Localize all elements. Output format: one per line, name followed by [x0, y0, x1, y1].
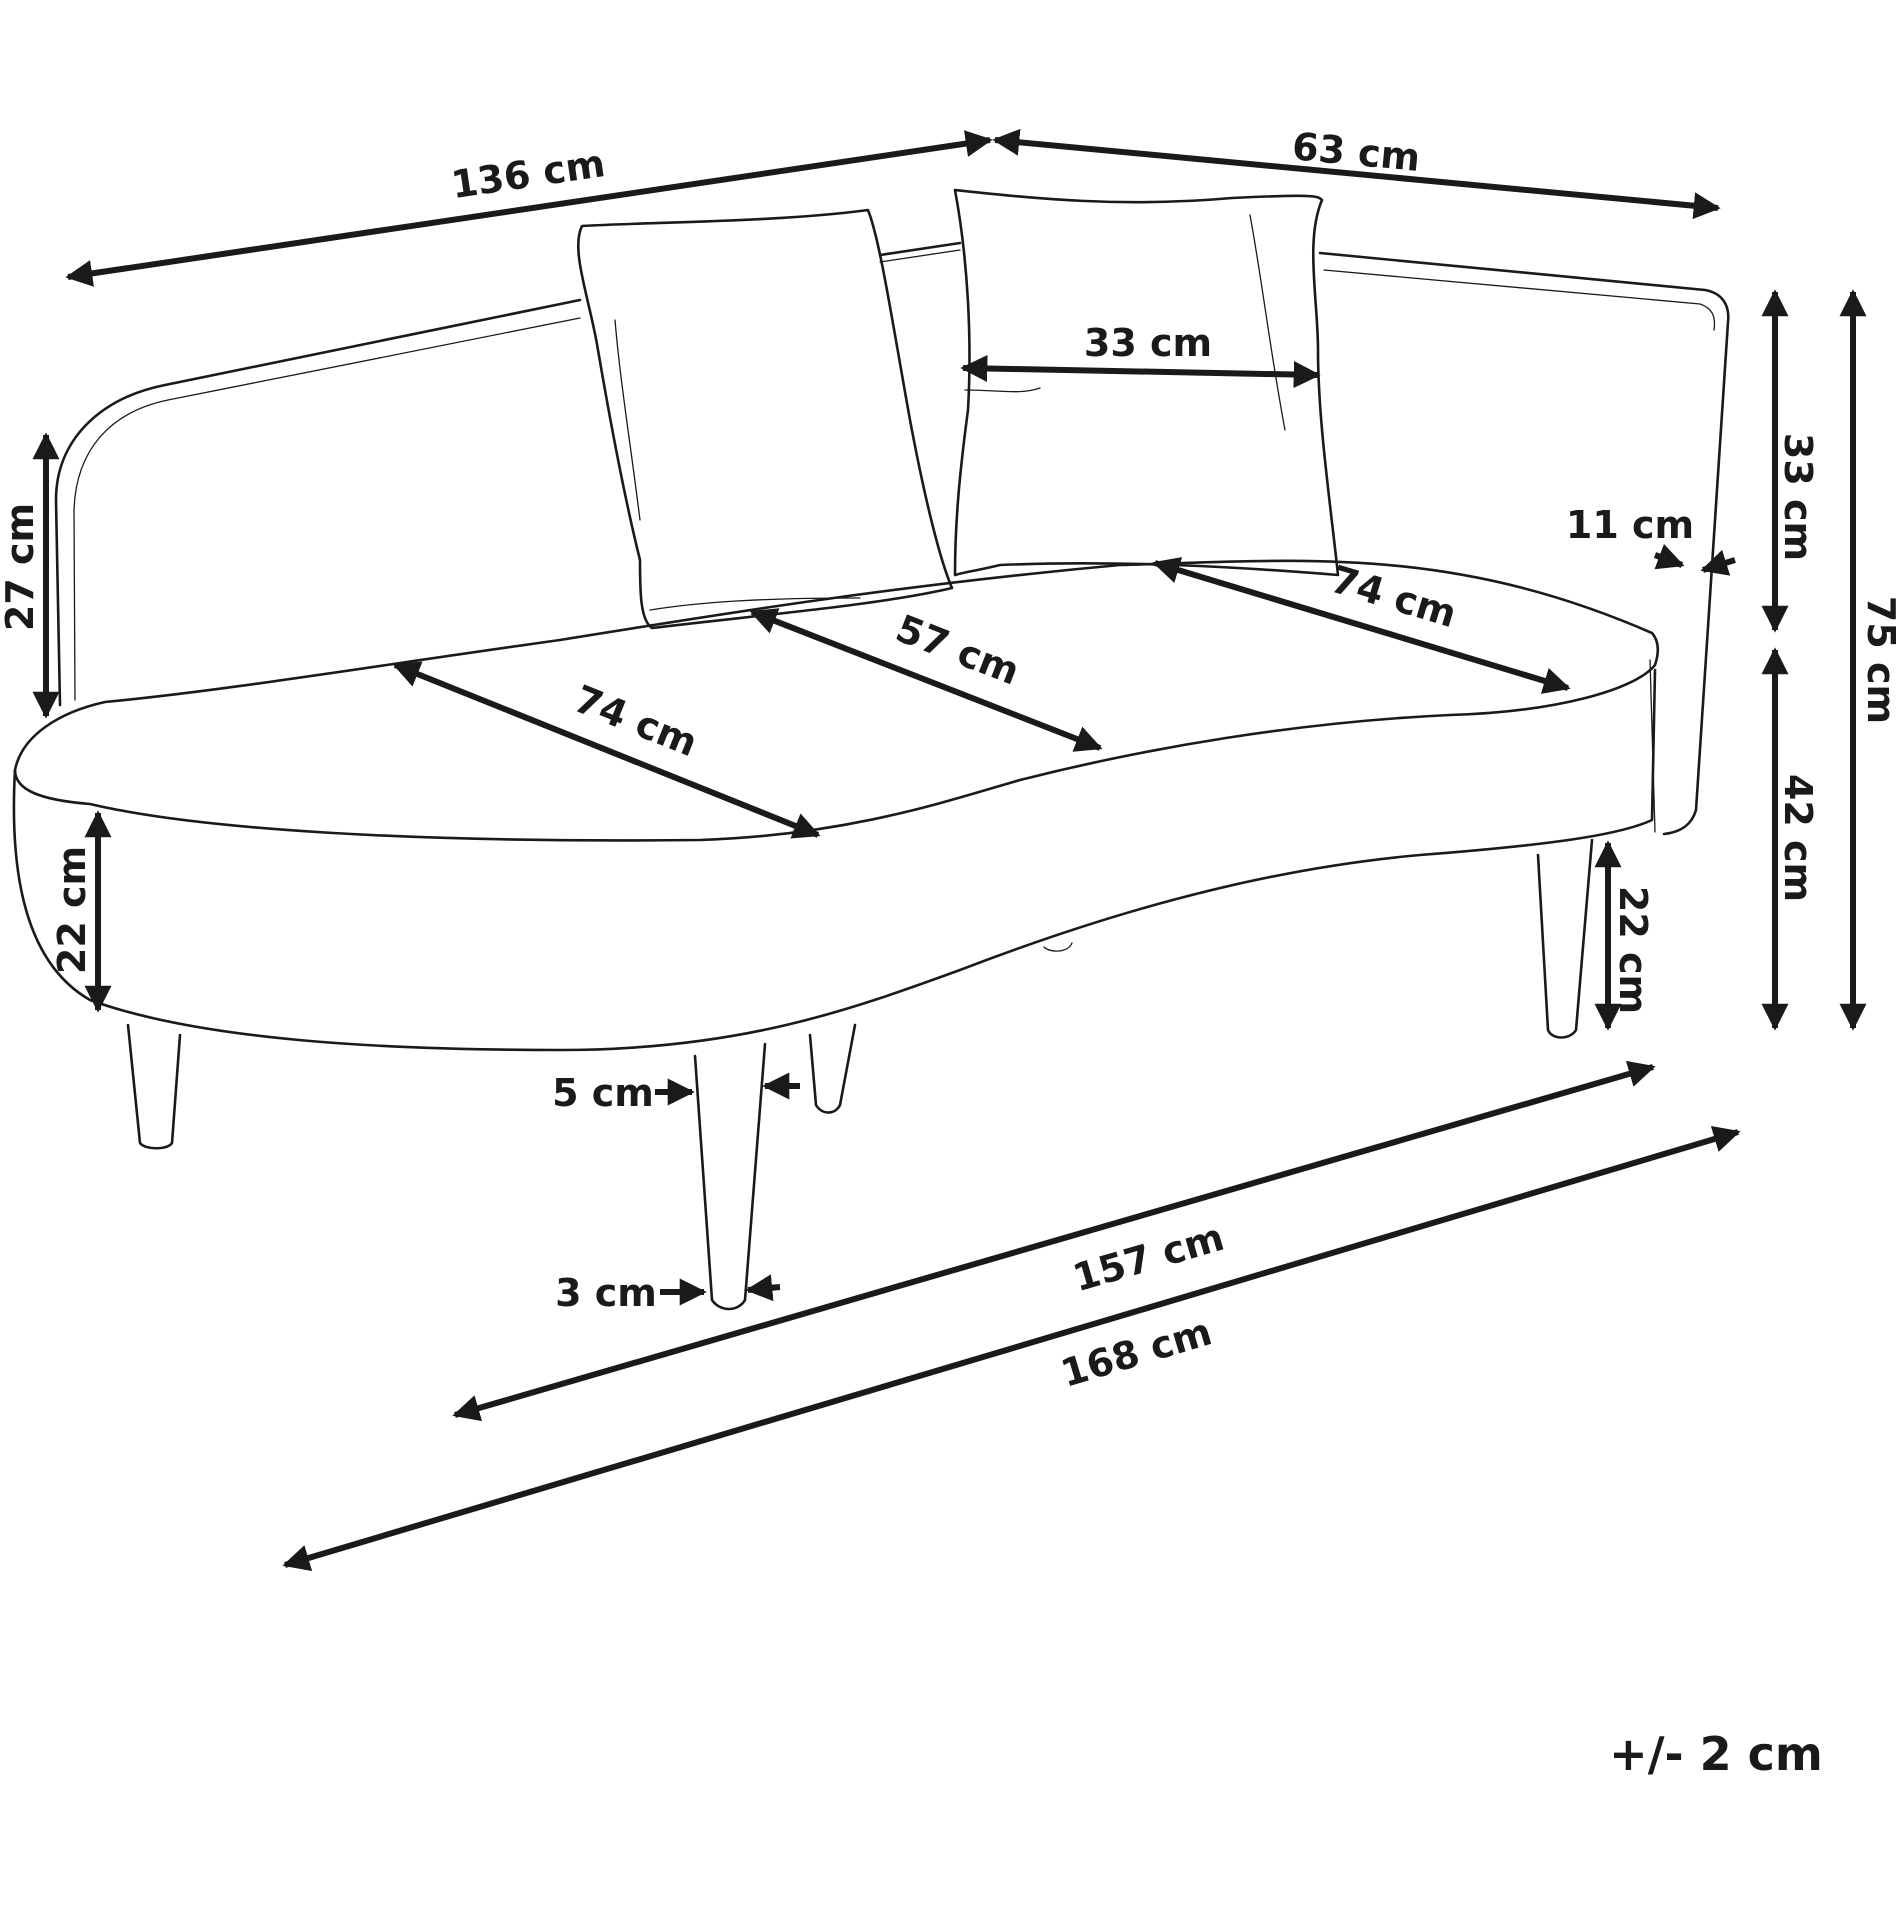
- dimension-lines: [32, 128, 1867, 1571]
- leg-front-left: [126, 1023, 182, 1150]
- leg-front-middle: [693, 1042, 767, 1311]
- dimension-labels: 136 cm 63 cm 33 cm 27 cm 33 cm 75 cm 11 …: [0, 124, 1901, 1781]
- label-back-width: 136 cm: [448, 141, 607, 207]
- label-backrest-thickness: 11 cm: [1566, 503, 1694, 547]
- pillow-left: [577, 208, 954, 630]
- label-tolerance: +/- 2 cm: [1609, 1727, 1823, 1781]
- backrest-right: [1318, 251, 1730, 836]
- label-cushion-height-left: 22 cm: [50, 846, 94, 974]
- arrow-leg-bottom-right: [745, 1274, 781, 1302]
- arrow-seat-depth-left: [392, 661, 821, 839]
- arrow-backrest-thickness-left: [1653, 543, 1685, 570]
- arrow-backrest-thickness-right: [1700, 549, 1736, 576]
- pillow-right: [953, 188, 1340, 577]
- label-pillow-width: 33 cm: [1084, 321, 1212, 365]
- label-leg-top-width: 5 cm: [552, 1071, 654, 1115]
- arrow-seat-depth-middle: [749, 608, 1103, 752]
- backrest-left: [54, 298, 582, 707]
- label-seat-depth-middle: 57 cm: [890, 606, 1025, 694]
- label-total-width: 168 cm: [1056, 1309, 1217, 1395]
- label-backrest-height: 33 cm: [1776, 433, 1820, 561]
- arrow-front-width: [452, 1060, 1656, 1422]
- label-leg-height: 22 cm: [1611, 886, 1655, 1014]
- label-armrest-height: 27 cm: [0, 503, 42, 631]
- label-seat-height: 42 cm: [1776, 774, 1820, 902]
- leg-back-middle: [808, 1023, 857, 1114]
- label-leg-bottom-width: 3 cm: [555, 1271, 657, 1315]
- sofa-outline: [12, 188, 1730, 1311]
- seat-base: [12, 668, 1657, 1052]
- backrest-top: [878, 241, 962, 257]
- arrow-seat-depth-right: [1152, 557, 1571, 694]
- label-total-height: 75 cm: [1859, 596, 1901, 724]
- arrow-back-width: [65, 130, 993, 287]
- label-seat-depth-left: 74 cm: [568, 677, 703, 766]
- leg-right: [1536, 838, 1594, 1039]
- label-seat-depth-right: 74 cm: [1326, 557, 1461, 636]
- arrow-total-width: [282, 1126, 1741, 1571]
- seat-cushion: [13, 559, 1660, 842]
- arrow-pillow-width: [960, 354, 1321, 389]
- arrow-side-depth: [992, 128, 1721, 220]
